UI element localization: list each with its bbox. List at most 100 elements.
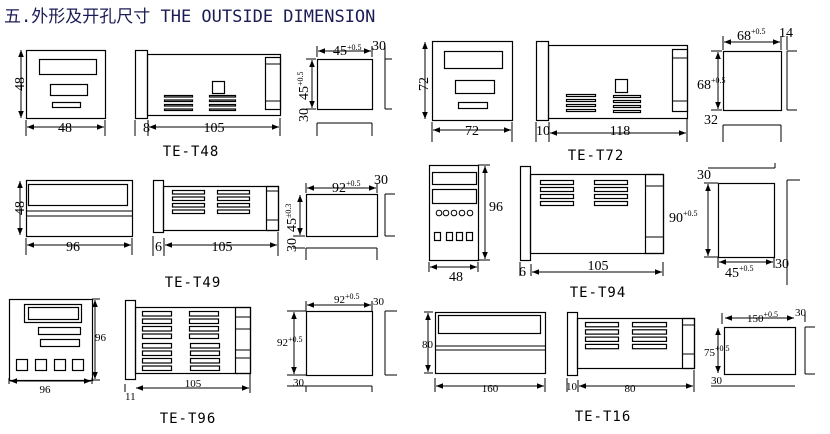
vent-slot [163,103,194,107]
cutout-width-dim: 45+0.5 [333,43,362,59]
vent-slot [631,329,668,335]
vent-slot [539,200,575,207]
cutout-height-dim: 75+0.5 [704,344,730,359]
gap-y-dim: 30 [711,375,723,387]
cutout [722,50,783,112]
button-circle [458,209,466,217]
connector [265,185,280,232]
cutout-width-dim: 45+0.5 [725,264,754,281]
vent-slot [612,99,642,104]
vent-slot [188,310,220,317]
terminal [614,78,629,94]
vent-slot [188,325,220,332]
gap-y-dim: 30 [285,238,300,252]
vent-slot [593,200,629,207]
gap-x-dim: 14 [779,26,793,41]
vent-slot [584,336,620,343]
flange [535,40,550,122]
front-width-dim: 96 [40,384,52,396]
vent-slot [163,99,194,103]
vent-slot [216,196,251,202]
key-button [445,231,454,242]
gap-x-dim: 30 [775,257,789,272]
flange-dim: 10 [536,124,550,139]
cutout-height-dim: 90+0.5 [669,209,698,226]
model-te-t49: 48 96 6 105 TE-T49 92+0.5 30 45±0.3 30 [13,173,388,291]
vent-slot [171,196,206,202]
display-window [443,50,504,70]
display-window [49,83,89,97]
flange [124,299,137,381]
model-te-t94: 96 48 6 105 TE-T94 45+0.5 30 90+0.5 30 [449,168,789,301]
key-button [465,231,474,242]
display-window [23,303,83,324]
page-title: 五.外形及开孔尺寸 THE OUTSIDE DIMENSION [4,7,375,27]
model-label: TE-T94 [570,285,627,301]
display-window [431,188,478,205]
vent-slot [584,329,620,335]
display-window [37,326,82,336]
display-window [38,58,98,76]
vent-slot [631,336,668,343]
vent-slot [631,343,668,350]
vent-slot [612,109,642,114]
model-label: TE-T16 [575,409,632,425]
vent-slot [171,209,206,215]
front-width-dim: 96 [66,240,80,255]
display-window [27,183,129,207]
model-label: TE-T49 [165,275,222,291]
vent-slot [584,321,620,328]
vent-slot [141,318,173,325]
vent-slot [612,104,642,109]
cutout [305,310,374,377]
front-height-dim: 72 [417,77,432,91]
key-button [34,358,48,372]
connector [264,56,282,111]
vent-slot [593,179,629,186]
cutout-width-dim: 92+0.5 [332,179,361,196]
depth-dim: 80 [625,383,637,395]
front-height-dim: 96 [95,332,107,344]
front-height-dim: 96 [489,200,503,215]
vent-slot [171,189,206,195]
flange-dim: 10 [566,381,578,393]
model-te-t72: 72 72 10 118 TE-T72 68+0.5 14 68+0.5 32 [417,26,793,164]
vent-slot [208,103,237,107]
vent-slot [565,108,597,113]
vent-slot [189,342,221,349]
terminal [211,80,226,95]
key-button [433,231,442,242]
vent-slot [565,93,597,98]
vent-slot [141,310,173,317]
vent-slot [163,94,194,98]
model-te-t48: 48 48 8 105 TE-T48 45+0.5 30 45+0.5 30 [13,39,386,160]
gap-y-dim: 30 [697,168,711,183]
vent-slot [141,342,173,349]
display-window [39,338,81,348]
vent-slot [216,202,251,208]
vent-slot [584,343,620,350]
flange-dim: 8 [143,121,150,136]
gap-x-dim: 30 [373,296,385,308]
front-panel [25,179,134,238]
cutout-height-dim: 68+0.5 [697,76,726,93]
connector [681,317,696,370]
model-label: TE-T96 [160,411,217,427]
vent-slot [539,193,575,200]
connector [234,306,252,375]
cutout-height-dim: 45+0.5 [296,71,312,100]
housing [529,173,665,255]
indicator [457,101,489,110]
depth-dim: 105 [588,259,609,274]
display-inner [27,306,80,321]
flange [519,165,532,262]
indicator [51,101,82,109]
cutout [305,193,379,238]
vent-slot [593,193,629,200]
vent-slot [189,350,221,357]
depth-dim: 105 [204,121,225,136]
cutout [316,58,374,111]
cutout-width-dim: 92+0.5 [334,292,360,306]
drawing-shapes [8,36,815,393]
